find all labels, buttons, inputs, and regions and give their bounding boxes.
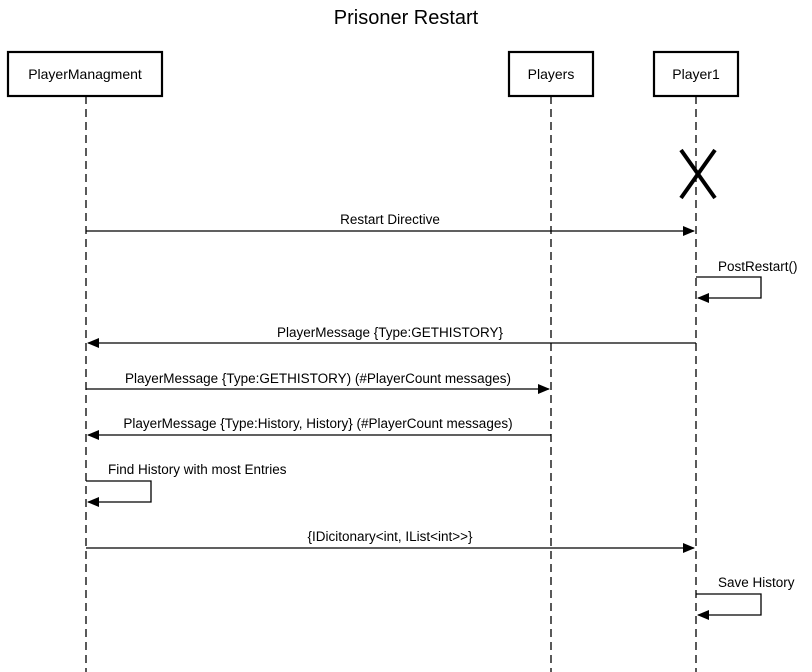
diagram-title: Prisoner Restart xyxy=(334,7,479,29)
message-get-history-to-managment: PlayerMessage {Type:GETHISTORY} xyxy=(87,325,696,348)
destroy-marker-x xyxy=(679,148,717,200)
message-history-reply: PlayerMessage {Type:History, History} (#… xyxy=(87,416,551,440)
message-find-history-self-call: Find History with most Entries xyxy=(86,462,287,507)
participant-player1: Player1 xyxy=(652,50,740,98)
message-label: PlayerMessage {Type:History, History} (#… xyxy=(123,416,512,431)
message-get-history-to-players: PlayerMessage {Type:GETHISTORY) (#Player… xyxy=(86,371,550,394)
message-post-restart-self-call: PostRestart() xyxy=(696,259,798,303)
message-label: Find History with most Entries xyxy=(108,462,287,477)
participant-label: PlayerManagment xyxy=(28,66,142,82)
participant-player-managment: PlayerManagment xyxy=(6,50,164,98)
participant-label: Player1 xyxy=(672,66,720,82)
message-label: Restart Directive xyxy=(340,212,440,227)
message-restart-directive: Restart Directive xyxy=(86,212,695,236)
message-idictionary-result: {IDicitonary<int, IList<int>>} xyxy=(86,529,695,553)
message-label: PlayerMessage {Type:GETHISTORY) (#Player… xyxy=(125,371,511,386)
message-label: PlayerMessage {Type:GETHISTORY} xyxy=(277,325,504,340)
message-label: PostRestart() xyxy=(718,259,798,274)
participant-players: Players xyxy=(507,50,595,98)
message-save-history-self-call: Save History xyxy=(696,575,795,620)
message-label: Save History xyxy=(718,575,795,590)
participant-label: Players xyxy=(528,66,575,82)
message-label: {IDicitonary<int, IList<int>>} xyxy=(307,529,473,544)
